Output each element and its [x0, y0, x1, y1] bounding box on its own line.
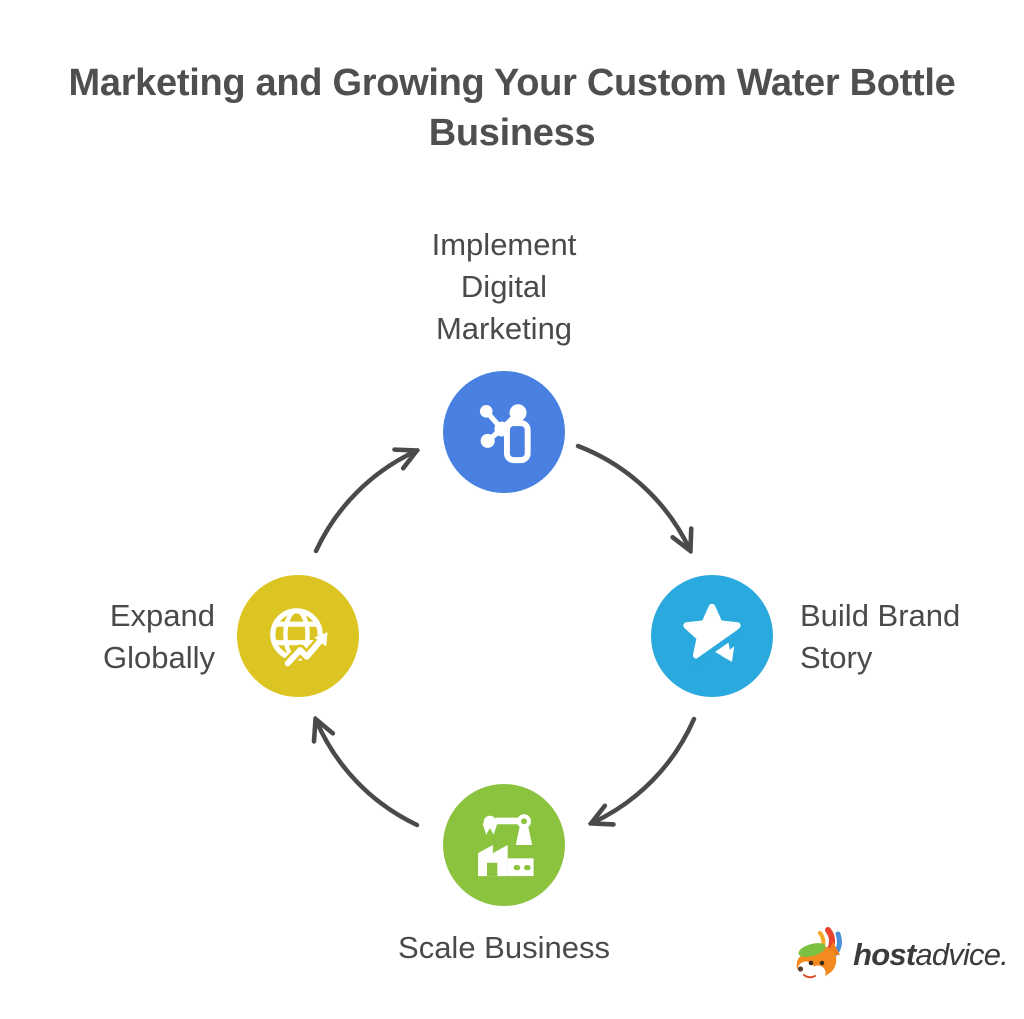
arrow-bottom-to-left: [316, 720, 420, 828]
arrow-right-to-bottom: [592, 716, 697, 823]
arrow-left-to-top: [313, 451, 416, 554]
wordmark-advice: advice.: [915, 937, 1008, 972]
globe-growth-arrow-icon: [270, 608, 328, 669]
digital-marketing-network-phone-icon: [479, 404, 531, 464]
step-node-implement-digital-marketing: [443, 371, 565, 493]
factory-automation-icon: [478, 814, 534, 877]
hostadvice-logo: hostadvice.: [791, 923, 1009, 987]
step-label-expand-globally: Expand Globally: [103, 598, 215, 675]
brand-star-icon: [683, 603, 744, 670]
step-label-build-brand-story: Build Brand Story: [800, 598, 961, 675]
hostadvice-fox-icon: [796, 927, 843, 981]
step-label-scale-business: Scale Business: [398, 930, 610, 965]
step-node-build-brand-story: [651, 575, 773, 697]
step-label-implement-digital-marketing: Implement Digital Marketing: [431, 227, 577, 346]
page-title: Marketing and Growing Your Custom Water …: [68, 62, 956, 154]
wordmark-host: host: [853, 937, 916, 972]
step-node-expand-globally: [237, 575, 359, 697]
arrow-top-to-right: [575, 443, 690, 550]
hostadvice-wordmark: hostadvice.: [853, 937, 1009, 973]
step-node-scale-business: [443, 784, 565, 906]
